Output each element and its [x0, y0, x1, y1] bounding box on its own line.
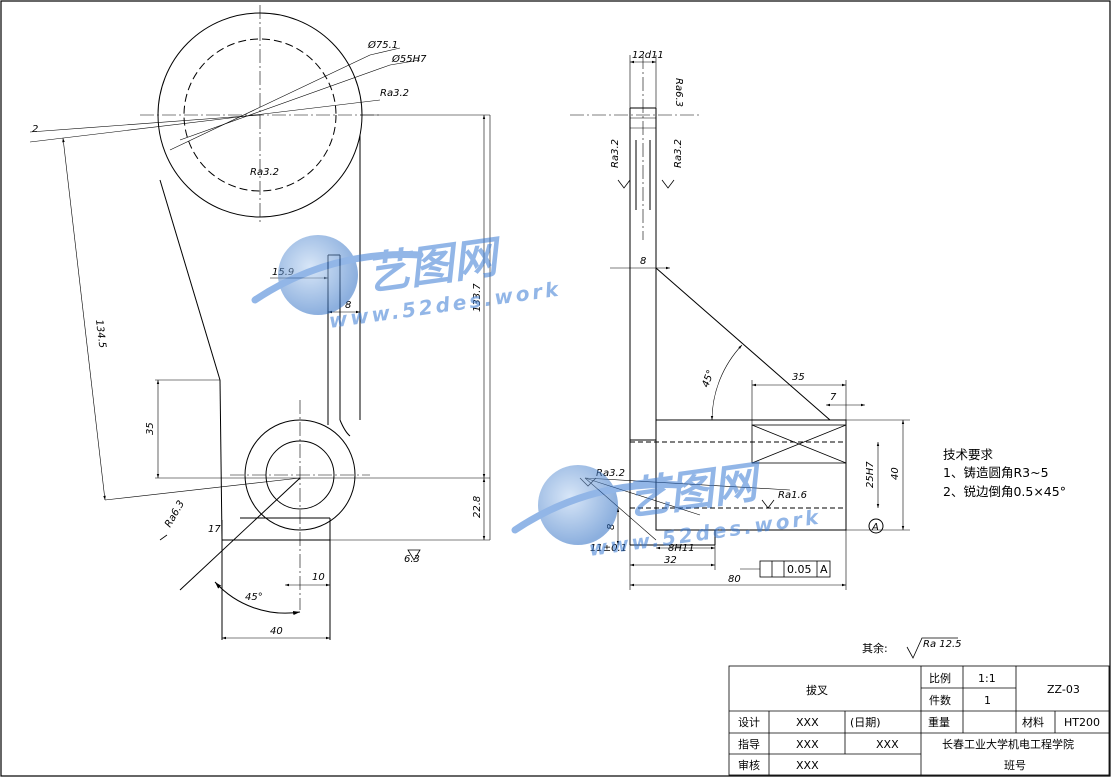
side-view [570, 55, 910, 590]
dia-outer-label: Ø75.1 [367, 39, 398, 51]
dim-8h11-label: 8H11 [668, 543, 695, 554]
dim-8-label: 8 [640, 256, 646, 267]
title-block [728, 665, 1110, 776]
dim-bottom-label: 22.8 [472, 496, 483, 518]
dim-17-label: 17 [208, 524, 221, 535]
dim-7-label: 7 [830, 392, 837, 403]
dim-32-label: 32 [664, 555, 677, 566]
dim-40-side-label: 40 [890, 467, 901, 480]
tol-value-label: 0.05 [787, 563, 812, 576]
tech-requirements: 技术要求 1、铸造圆角R3~5 2、锐边倒角0.5×45° [943, 447, 1066, 499]
other-roughness-value: Ra 12.5 [923, 639, 962, 650]
ra-left-label: Ra3.2 [610, 139, 621, 168]
tech-req-title: 技术要求 [943, 447, 994, 462]
dim-rib-slot-label: 8 [345, 300, 351, 311]
angle-45-label: 45° [245, 592, 263, 603]
scale-value: 1:1 [978, 672, 996, 685]
ra-bore-label: Ra3.2 [380, 88, 409, 99]
title-block-text: 拔叉 比例 1:1 件数 1 ZZ-03 设计 XXX (日期) 重量 材料 H… [738, 671, 1100, 772]
ra-bottom-label: 6.3 [404, 554, 420, 565]
dim-12d11-label: 12d11 [632, 50, 664, 61]
watermark-top: 艺图网 www.52des.work [251, 231, 563, 333]
dim-center-label: 134.5 [93, 319, 107, 349]
ra-63-label: Ra6.3 [163, 499, 187, 530]
dim-offset-label: 2 [32, 124, 38, 135]
dim-35-side-label: 35 [792, 372, 805, 383]
dia-bore-label: Ø55H7 [391, 53, 427, 65]
material-label: 材料 [1022, 715, 1044, 729]
front-view-labels: Ø75.1 Ø55H7 Ra3.2 Ra3.2 2 134.5 15.9 8 1… [32, 39, 483, 637]
other-roughness-label: 其余: [862, 641, 888, 655]
qty-label: 件数 [929, 694, 951, 707]
front-view [29, 5, 491, 640]
boss-section [655, 419, 847, 531]
tol-datum-label: A [820, 563, 828, 576]
weight-label: 重量 [928, 715, 950, 729]
watermark-bottom: 艺图网 www.52des.work [511, 456, 823, 561]
material-value: HT200 [1064, 716, 1100, 729]
dim-height-label: 133.7 [472, 283, 483, 312]
dim-11-label: 11±0.1 [590, 543, 627, 554]
ra-32-side-label: Ra3.2 [596, 468, 625, 479]
dim-80-label: 80 [728, 574, 741, 585]
design-label: 设计 [738, 716, 760, 729]
qty-value: 1 [984, 694, 991, 707]
review-name: XXX [796, 759, 819, 772]
datum-circle [868, 518, 884, 534]
other-roughness: 其余: Ra 12.5 [862, 637, 962, 659]
dim-10-label: 10 [312, 572, 325, 583]
tech-req-item2: 2、锐边倒角0.5×45° [943, 484, 1066, 499]
scale-label: 比例 [929, 671, 951, 685]
dim-40-label: 40 [270, 626, 283, 637]
ra-right-label: Ra3.2 [673, 139, 684, 168]
part-name: 拔叉 [806, 683, 828, 697]
guide-label: 指导 [738, 737, 760, 751]
tech-req-item1: 1、铸造圆角R3~5 [943, 465, 1049, 480]
review-label: 审核 [738, 758, 760, 772]
dim-35-label: 35 [145, 422, 156, 435]
ra-16-label: Ra1.6 [778, 490, 807, 501]
school-name: 长春工业大学机电工程学院 [942, 737, 1074, 751]
class-label: 班号 [1004, 759, 1026, 772]
design-name: XXX [796, 716, 819, 729]
date-label: (日期) [850, 716, 881, 729]
datum-a-label: A [871, 522, 879, 533]
hub-bore-circle [183, 38, 337, 192]
guide-date: XXX [876, 738, 899, 751]
boss-outer-circle [244, 419, 356, 531]
guide-name: XXX [796, 738, 819, 751]
ra-top-label: Ra6.3 [673, 78, 684, 107]
dim-25h7-label: 25H7 [865, 461, 876, 488]
drawing-number: ZZ-03 [1047, 683, 1080, 696]
ra-face-label: Ra3.2 [250, 167, 279, 178]
angle-45-side-label: 45° [700, 369, 716, 389]
